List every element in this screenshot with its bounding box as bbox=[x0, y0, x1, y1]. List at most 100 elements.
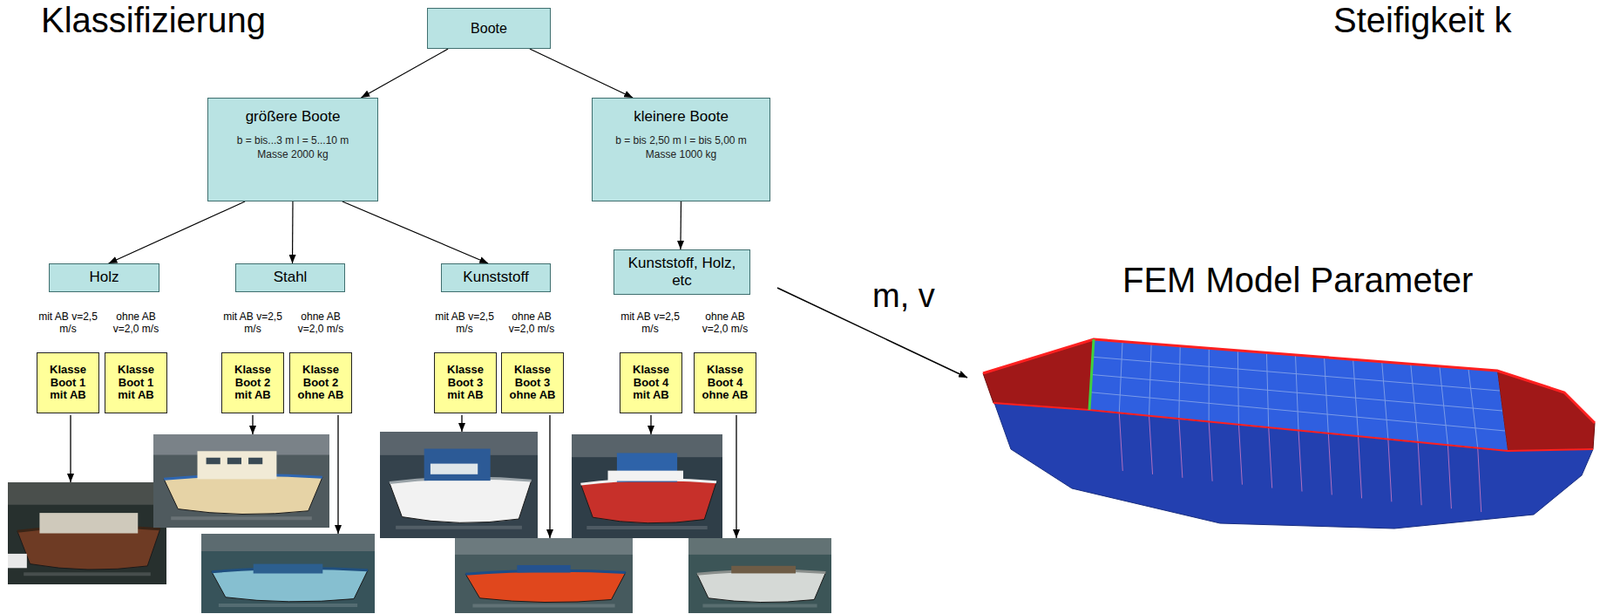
box-title: Klasse Boot 3 ohne AB bbox=[507, 363, 558, 403]
boat-hull bbox=[580, 479, 717, 523]
boat-photo bbox=[688, 537, 832, 613]
box-title: Kunststoff, Holz, etc bbox=[618, 254, 746, 289]
label-slot: mit AB v=2,5 m/s bbox=[619, 310, 681, 336]
boat-cabin bbox=[424, 448, 491, 482]
boat-photo bbox=[571, 433, 723, 538]
label-slot: mit AB v=2,5 m/s bbox=[37, 310, 99, 336]
box-title: Kunststoff bbox=[462, 268, 529, 286]
box-body: b = bis...3 m l = 5...10 m Masse 2000 kg bbox=[223, 134, 363, 162]
hull-frame bbox=[1149, 415, 1153, 475]
label-slot: Klassifizierung bbox=[40, 0, 266, 41]
fem-model bbox=[983, 338, 1595, 529]
photo-water bbox=[571, 433, 723, 538]
category-box: größere Boote b = bis...3 m l = 5...10 m … bbox=[207, 97, 379, 202]
box-title: Klasse Boot 3 mit AB bbox=[440, 363, 491, 403]
boat-hull bbox=[389, 477, 532, 523]
root-box: Boote bbox=[427, 7, 551, 49]
rim-edge bbox=[993, 402, 1594, 451]
category-box: kleinere Boote b = bis 2,50 m l = bis 5,0… bbox=[591, 97, 771, 202]
boat-cabin bbox=[608, 470, 685, 482]
water-reflection bbox=[586, 525, 707, 529]
water-reflection bbox=[702, 603, 817, 607]
label-slot: mit AB v=2,5 m/s bbox=[433, 310, 495, 336]
boat-cabin bbox=[253, 563, 324, 574]
heading-label: FEM Model Parameter bbox=[1122, 259, 1473, 300]
water-reflection bbox=[395, 525, 523, 529]
hull-frame bbox=[1238, 424, 1242, 485]
boat-cabin bbox=[430, 463, 478, 475]
hull-frame bbox=[1358, 435, 1363, 498]
boat-cabin bbox=[206, 457, 221, 464]
boat-cabin bbox=[7, 553, 28, 568]
photo-harbour bbox=[688, 537, 832, 555]
photo-water bbox=[7, 481, 167, 584]
photo-water bbox=[688, 537, 832, 613]
box-title: Klasse Boot 4 mit AB bbox=[625, 363, 677, 403]
material-box: Stahl bbox=[235, 263, 346, 292]
label-slot: FEM Model Parameter bbox=[1122, 259, 1473, 300]
hull-end bbox=[1497, 370, 1595, 451]
hull-frame bbox=[1179, 418, 1183, 478]
box-title: Klasse Boot 1 mit AB bbox=[110, 363, 162, 403]
speed-label: ohne AB v=2,0 m/s bbox=[501, 310, 563, 336]
boat-cabin bbox=[731, 565, 796, 574]
tree-connector bbox=[679, 201, 682, 250]
box-title: kleinere Boote bbox=[633, 108, 729, 126]
hull-frame bbox=[1268, 427, 1273, 488]
label-slot: mit AB v=2,5 m/s bbox=[222, 310, 284, 336]
water-reflection bbox=[218, 603, 358, 607]
speed-label: mit AB v=2,5 m/s bbox=[37, 310, 99, 336]
hull-frame bbox=[1118, 412, 1123, 471]
hull-frame bbox=[1388, 439, 1392, 502]
leader-arrow bbox=[461, 414, 462, 432]
speed-label: ohne AB v=2,0 m/s bbox=[105, 310, 167, 336]
class-box: Klasse Boot 3 mit AB bbox=[433, 352, 497, 414]
material-box: Holz bbox=[48, 263, 160, 292]
heading-label: Klassifizierung bbox=[40, 0, 266, 41]
class-box: Klasse Boot 3 ohne AB bbox=[501, 352, 564, 414]
boat-cabin bbox=[248, 457, 263, 464]
photo-harbour bbox=[7, 481, 167, 505]
mesh-line bbox=[1091, 374, 1504, 412]
speed-label: ohne AB v=2,0 m/s bbox=[694, 310, 756, 336]
boat-hull bbox=[163, 474, 323, 514]
box-title: Klasse Boot 4 ohne AB bbox=[699, 363, 751, 403]
box-body: b = bis 2,50 m l = bis 5,00 m Masse 1000… bbox=[611, 134, 752, 162]
boundary-edge bbox=[1089, 338, 1094, 410]
photo-harbour bbox=[454, 537, 633, 555]
hull-frame bbox=[1208, 420, 1213, 481]
leader-arrow bbox=[650, 414, 651, 434]
photo-water bbox=[379, 431, 538, 538]
tree-connector bbox=[529, 48, 633, 98]
mesh-line bbox=[1090, 392, 1506, 431]
hull-frame bbox=[1417, 441, 1422, 505]
water-reflection bbox=[472, 603, 615, 607]
speed-label: mit AB v=2,5 m/s bbox=[619, 310, 681, 336]
boat-photo bbox=[7, 481, 167, 584]
tree-connector bbox=[342, 201, 489, 264]
class-box: Klasse Boot 1 mit AB bbox=[36, 352, 100, 414]
box-title: Klasse Boot 2 ohne AB bbox=[295, 363, 346, 403]
water-reflection bbox=[170, 515, 312, 520]
class-box: Klasse Boot 4 ohne AB bbox=[693, 352, 757, 414]
rim-edge bbox=[983, 338, 1595, 423]
speed-label: ohne AB v=2,0 m/s bbox=[290, 310, 352, 336]
label-slot: ohne AB v=2,0 m/s bbox=[694, 310, 756, 336]
hull-frame bbox=[1447, 444, 1451, 509]
photo-harbour bbox=[201, 533, 375, 551]
box-title: Klasse Boot 2 mit AB bbox=[227, 363, 278, 403]
tree-connector bbox=[291, 201, 294, 264]
water-reflection bbox=[23, 571, 151, 576]
boat-cabin bbox=[39, 512, 138, 533]
leader-arrow bbox=[337, 414, 339, 534]
label-slot: ohne AB v=2,0 m/s bbox=[105, 310, 167, 336]
class-box: Klasse Boot 2 ohne AB bbox=[289, 352, 353, 414]
boat-cabin bbox=[227, 457, 242, 464]
boat-photo bbox=[379, 431, 538, 538]
material-box: Kunststoff, Holz, etc bbox=[613, 249, 751, 295]
box-title: Holz bbox=[88, 268, 119, 286]
box-title: größere Boote bbox=[245, 108, 341, 126]
heading-label: m, v bbox=[872, 277, 936, 316]
